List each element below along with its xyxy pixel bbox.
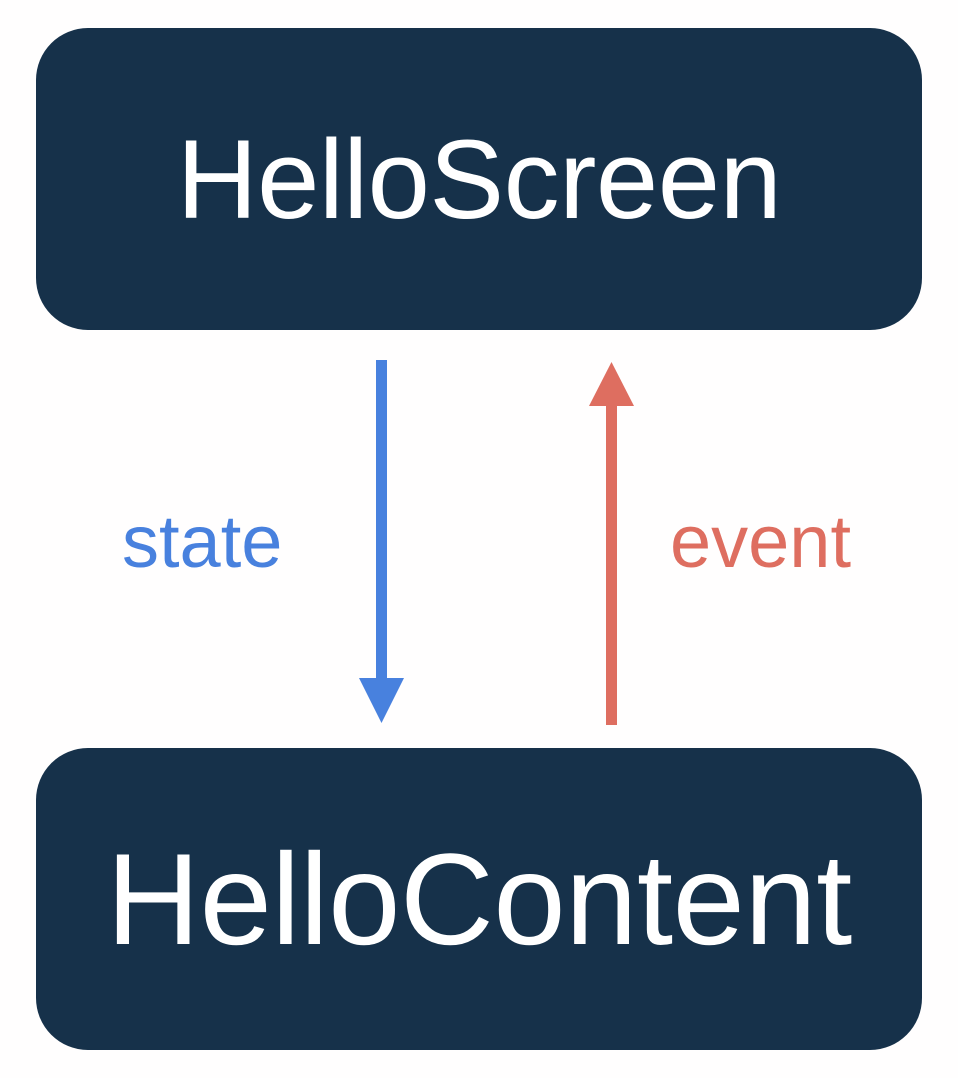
event-arrow-shaft [606,400,617,725]
edge-label-state: state [122,500,283,583]
edge-event-arrow [589,362,634,725]
node-hello-content-label: HelloContent [106,826,852,972]
edge-state-arrow [359,360,404,723]
node-hello-screen-label: HelloScreen [176,116,782,242]
edge-label-event: event [670,500,852,583]
event-arrow-head-icon [589,362,634,406]
state-arrow-head-icon [359,678,404,723]
node-hello-content[interactable]: HelloContent [36,748,922,1050]
state-arrow-shaft [376,360,387,680]
node-hello-screen[interactable]: HelloScreen [36,28,922,330]
